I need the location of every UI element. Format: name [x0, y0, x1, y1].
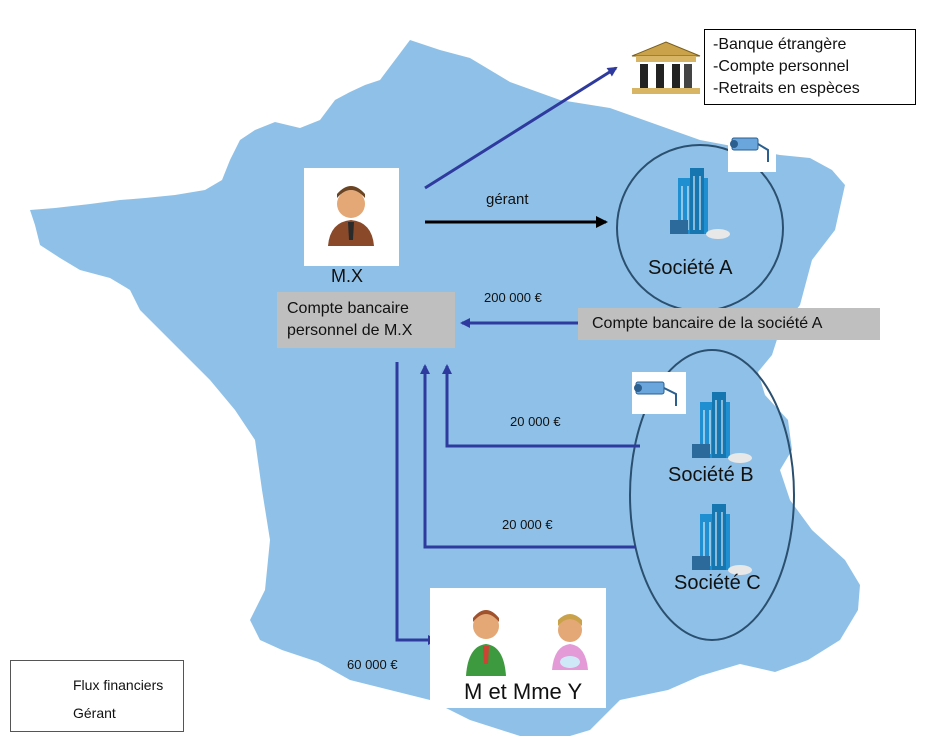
gerant-label: gérant	[486, 191, 529, 208]
societe-c-label: Société C	[674, 572, 761, 594]
foreign-bank-line: -Banque étrangère	[713, 36, 847, 53]
foreign-bank-line: -Compte personnel	[713, 58, 850, 75]
surveillance-camera-icon	[728, 128, 776, 172]
societe-bc-ellipse	[629, 349, 795, 641]
man-y-icon	[466, 610, 506, 676]
flow-y-amount: 60 000 €	[347, 657, 398, 672]
flow-b-amount: 20 000 €	[510, 414, 561, 429]
flow-y-arrow	[395, 362, 438, 645]
flow-foreign-bank-arrow	[424, 66, 618, 190]
flow-b-arrow	[442, 364, 640, 448]
woman-y-icon	[552, 614, 588, 670]
bank-account-societe-a: Compte bancaire de la société A	[578, 308, 880, 340]
societe-c-building-icon	[692, 504, 752, 575]
person-mx-icon	[304, 168, 399, 266]
bank-account-mx: Compte bancaire personnel de M.X	[277, 292, 455, 348]
flow-c-amount: 20 000 €	[502, 517, 553, 532]
societe-b-building-icon	[692, 392, 752, 463]
surveillance-camera-icon	[632, 372, 686, 414]
legend: Flux financiers Gérant	[10, 660, 184, 732]
flow-c-arrow	[420, 364, 636, 549]
bank-building-icon	[626, 38, 706, 100]
bank-account-mx-line: personnel de M.X	[287, 322, 413, 339]
couple-label: M et Mme Y	[464, 679, 583, 704]
france-map	[30, 40, 860, 736]
societe-a-building-icon	[670, 168, 730, 239]
bank-account-mx-line: Compte bancaire	[287, 300, 409, 317]
foreign-bank-line: -Retraits en espèces	[713, 80, 860, 97]
foreign-bank-note: -Banque étrangère -Compte personnel -Ret…	[704, 29, 916, 105]
bank-account-societe-a-label: Compte bancaire de la société A	[592, 315, 823, 332]
legend-financial-label: Flux financiers	[73, 677, 164, 693]
flow-a-amount: 200 000 €	[484, 290, 542, 305]
societe-a-label: Société A	[648, 257, 733, 279]
mx-label: M.X	[331, 266, 364, 286]
legend-manager-label: Gérant	[73, 705, 116, 721]
societe-b-label: Société B	[668, 464, 754, 486]
